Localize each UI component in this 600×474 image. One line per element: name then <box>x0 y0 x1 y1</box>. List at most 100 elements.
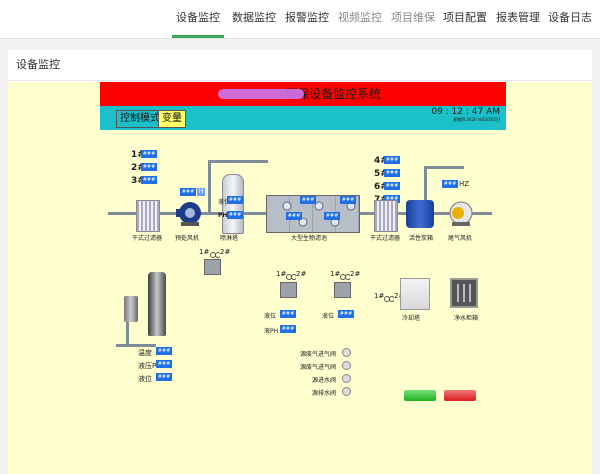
water-cabinet-icon <box>450 278 478 308</box>
fan-hz-icon: H <box>197 188 205 196</box>
filter-2-value: ### <box>141 163 157 171</box>
valve-4-indicator <box>342 387 351 396</box>
pump-b-1-label: 1# <box>276 270 287 278</box>
water-cabinet-label: 净水柜箱 <box>454 315 479 322</box>
filter-2-label: 2# <box>131 163 145 173</box>
spray-tower-label: 喷淋塔 <box>220 235 239 242</box>
bio-filter-value-2: ### <box>340 196 356 204</box>
fan-icon <box>176 200 202 228</box>
adsorber-icon <box>406 200 434 228</box>
tank-pressure-label: 液压Pa <box>138 362 161 370</box>
stop-button[interactable] <box>444 390 476 401</box>
water-tank-icon <box>148 272 166 336</box>
valve-1-indicator <box>342 348 351 357</box>
filter-6-label: 6# <box>374 182 388 192</box>
pump-c-2-label: 2# <box>350 270 361 278</box>
filter-4-label: 4# <box>374 156 388 166</box>
start-button[interactable] <box>404 390 436 401</box>
valve-2-indicator <box>342 361 351 370</box>
pump-a-icon <box>204 259 221 275</box>
valve-3-indicator <box>342 374 351 383</box>
top-pipe-1 <box>208 160 268 163</box>
filter-1-value: ### <box>141 150 157 158</box>
exhaust-fan-label: 尾气风机 <box>448 235 473 242</box>
mode-bar: 控制模式 变量 09 : 12 : 47 AM 星期四 2020 年03月05日 <box>100 106 506 130</box>
mid-level-value: ### <box>280 310 296 318</box>
fan-value: ### <box>180 188 196 196</box>
valve-2-label: 源废气进气阀 <box>300 364 337 371</box>
tab-project-config[interactable]: 项目配置 <box>443 11 487 24</box>
pump-c-1-label: 1# <box>330 270 341 278</box>
scada-canvas: 环保设备监控系统 控制模式 变量 09 : 12 : 47 AM 星期四 202… <box>8 82 592 474</box>
exhaust-fan-icon <box>446 200 476 228</box>
tank-level-label: 液位 <box>138 375 152 383</box>
tank-riser-pipe <box>126 297 129 347</box>
valve-4-label: 源排水阀 <box>312 390 337 397</box>
tab-data-monitor[interactable]: 数据监控 <box>232 11 276 24</box>
dry-filter-1-icon <box>136 200 160 232</box>
scada-title: 环保设备监控系统 <box>284 87 381 101</box>
spray-tower-icon <box>222 174 244 234</box>
tab-project-maintenance[interactable]: 项目维保 <box>391 11 435 24</box>
dry-filter-2-icon <box>374 200 398 232</box>
valve-3-label: 源进水阀 <box>312 377 337 384</box>
filter-4-value: ### <box>384 156 400 164</box>
filter-3-label: 3# <box>131 176 145 186</box>
hz-label: HZ <box>459 180 470 188</box>
mid-ph-value: ### <box>280 325 296 333</box>
bio-filter-value-3: ### <box>286 212 302 220</box>
panel-title: 设备监控 <box>16 58 60 71</box>
scada-title-bar: 环保设备监控系统 <box>100 82 506 106</box>
redacted-company-name <box>218 89 304 99</box>
mode-value-button[interactable]: 变量 <box>158 110 186 128</box>
pump-d-1-label: 1# <box>374 292 385 300</box>
filter-3-value: ### <box>141 176 157 184</box>
tab-device-log[interactable]: 设备日志 <box>548 11 592 24</box>
tank-pressure-value: ### <box>156 360 172 368</box>
pump-a-valve-icon <box>210 245 221 258</box>
control-mode-button[interactable]: 控制模式 <box>116 110 164 128</box>
tab-report-management[interactable]: 报表管理 <box>496 11 540 24</box>
mid-level-label: 液位 <box>264 313 277 320</box>
pump-b-valve-icon <box>286 267 297 280</box>
riser-pipe-2 <box>424 166 427 214</box>
tab-alarm-monitor[interactable]: 报警监控 <box>285 11 329 24</box>
filter-6-value: ### <box>384 182 400 190</box>
tab-device-monitor[interactable]: 设备监控 <box>172 0 224 38</box>
top-pipe-2 <box>424 166 464 169</box>
filter-7-value: ### <box>384 195 400 203</box>
spray-ph-label: PH <box>218 212 228 219</box>
pump-a-2-label: 2# <box>220 248 231 256</box>
cooling-tower-icon <box>400 278 430 310</box>
dry-filter-1-label: 干式过滤器 <box>132 235 163 242</box>
filter-1-label: 1# <box>131 150 145 160</box>
monitor-panel: 设备监控 环保设备监控系统 控制模式 变量 09 : 12 : 47 AM 星期… <box>8 50 592 474</box>
tank-level-value: ### <box>156 373 172 381</box>
exhaust-fan-value: ### <box>442 180 458 188</box>
mid-ph-label: 液PH <box>264 328 279 335</box>
right-level-value: ### <box>338 310 354 318</box>
tab-video-monitor[interactable]: 视频监控 <box>338 11 382 24</box>
filter-5-label: 5# <box>374 169 388 179</box>
tank-temp-value: ### <box>156 347 172 355</box>
right-level-label: 液位 <box>322 313 335 320</box>
bio-filter-value-1: ### <box>300 196 316 204</box>
fan-label: 预处风机 <box>175 235 200 242</box>
clock: 09 : 12 : 47 AM 星期四 2020 年03月05日 <box>431 107 500 123</box>
spray-level-value: ### <box>227 196 243 204</box>
pump-c-icon <box>334 282 351 298</box>
pressure-vessel-icon <box>124 296 138 322</box>
panel-header: 设备监控 <box>8 50 592 81</box>
filter-5-value: ### <box>384 169 400 177</box>
pump-b-2-label: 2# <box>296 270 307 278</box>
clock-time: 09 : 12 : 47 AM <box>431 107 500 117</box>
tank-temp-label: 温度 <box>138 349 152 357</box>
dry-filter-2-label: 干式过滤器 <box>370 235 401 242</box>
adsorber-label: 活性炭箱 <box>409 235 434 242</box>
pump-d-valve-icon <box>384 289 395 302</box>
clock-date: 星期四 2020 年03月05日 <box>453 117 500 122</box>
pump-c-valve-icon <box>340 267 351 280</box>
valve-1-label: 源废气进气阀 <box>300 351 337 358</box>
riser-pipe-1 <box>208 160 211 215</box>
pump-b-icon <box>280 282 297 298</box>
